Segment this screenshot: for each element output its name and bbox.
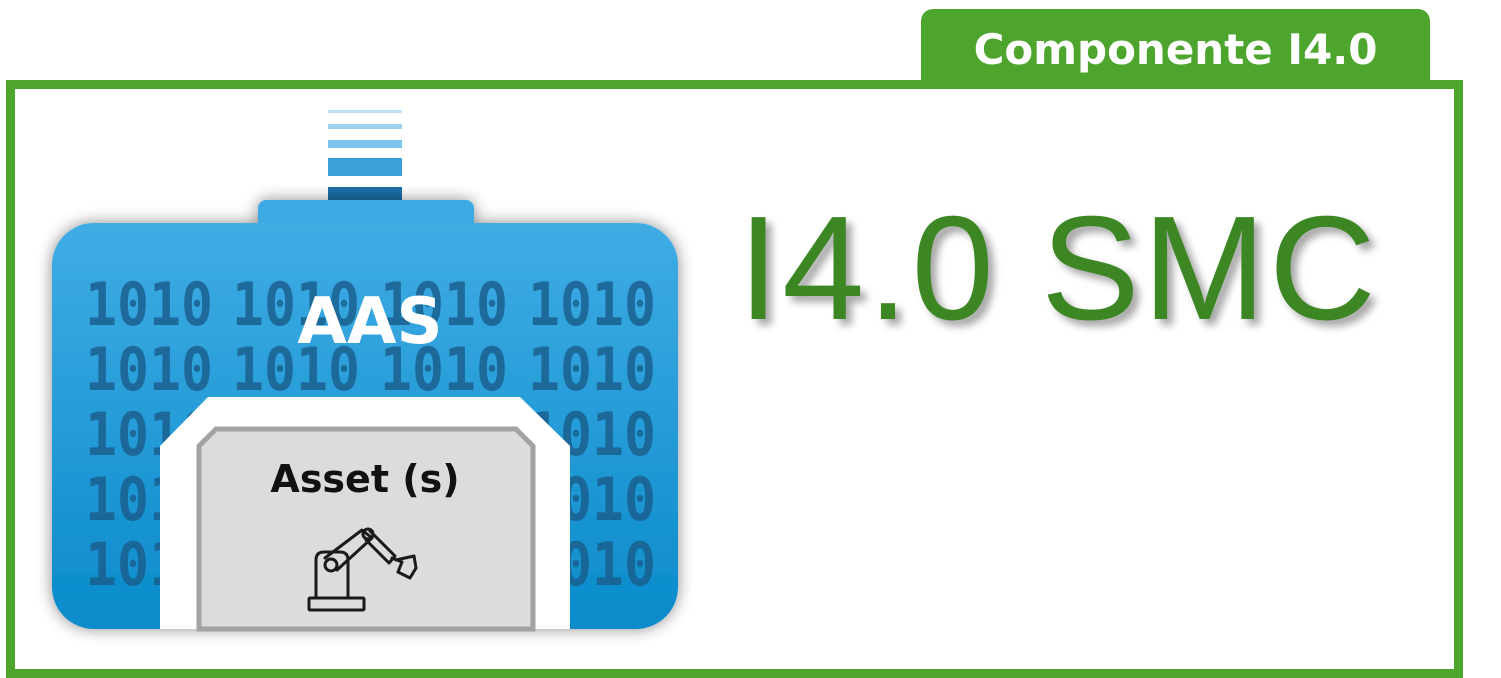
- robot-arm-icon: [307, 527, 418, 612]
- binary-text: 1010: [380, 335, 508, 405]
- asset-label: Asset (s): [270, 457, 460, 501]
- binary-text: 1010: [232, 270, 360, 340]
- tab-label: Componente I4.0: [973, 25, 1378, 74]
- binary-text: 1010: [528, 335, 656, 405]
- signal-bars: [328, 110, 402, 215]
- component-title: I4.0 SMC: [738, 186, 1379, 351]
- binary-text: 1010: [380, 270, 508, 340]
- component-tab: Componente I4.0: [921, 9, 1430, 84]
- binary-text: 1010: [85, 335, 213, 405]
- binary-text: 1010: [85, 270, 213, 340]
- aas-label: AAS: [297, 285, 443, 359]
- binary-text: 1010: [528, 270, 656, 340]
- binary-text: 1010: [232, 335, 360, 405]
